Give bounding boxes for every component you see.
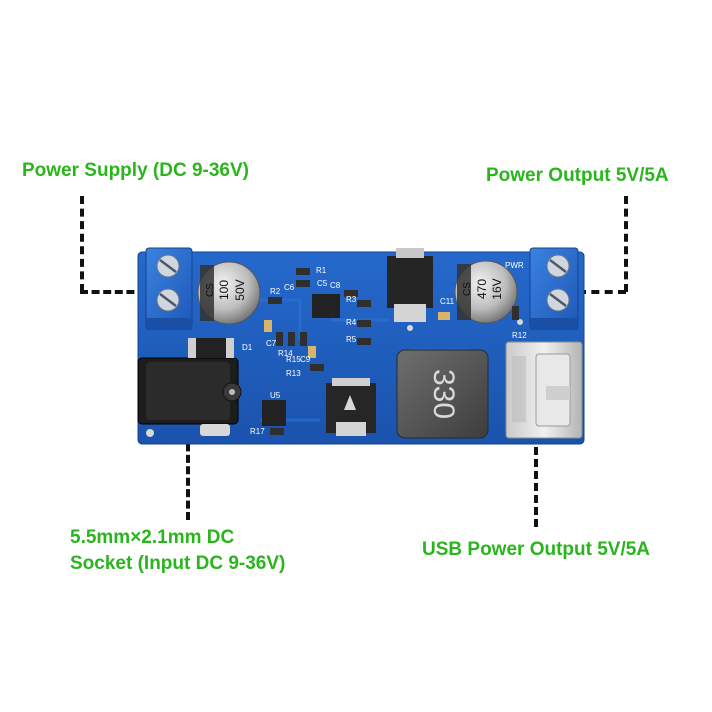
silkscreen-label: U5 — [270, 391, 281, 400]
cap-left-text: 100 — [217, 280, 231, 300]
dc-barrel-socket — [137, 357, 242, 436]
dc-socket-leader — [186, 432, 190, 520]
output-capacitor: CS 470 16V — [454, 260, 518, 324]
inductor: 330 — [396, 349, 489, 439]
cap-right-text: 470 — [475, 279, 489, 299]
regulator-ic-top — [387, 248, 433, 331]
dc-socket-label-line1: 5.5mm×2.1mm DC — [70, 527, 235, 548]
silkscreen-label: D1 — [242, 343, 253, 352]
cap-right-text: 16V — [490, 278, 504, 299]
silkscreen-label: R14 — [278, 349, 293, 358]
silkscreen-label: C7 — [266, 339, 277, 348]
mosfet — [326, 378, 376, 436]
silkscreen-label: R3 — [346, 295, 357, 304]
output-screw-terminal — [529, 247, 579, 330]
usb-a-port — [505, 341, 583, 439]
dc-socket-label-line2: Socket (Input DC 9-36V) — [70, 553, 286, 574]
silkscreen-label: R13 — [286, 369, 301, 378]
inductor-marking: 330 — [427, 369, 460, 419]
silkscreen-label: C6 — [284, 283, 295, 292]
cap-left-text: 50V — [233, 279, 247, 300]
silkscreen-label: C5 — [317, 279, 328, 288]
silkscreen-label: R5 — [346, 335, 357, 344]
usb-output-label: USB Power Output 5V/5A — [422, 539, 651, 560]
power-supply-leader-vertical — [80, 196, 84, 292]
cap-right-text: CS — [462, 282, 473, 296]
silkscreen-label: R2 — [270, 287, 281, 296]
silkscreen-label: R1 — [316, 266, 327, 275]
silkscreen-label: C11 — [440, 297, 455, 306]
silkscreen-label: R4 — [346, 318, 357, 327]
diode-d1 — [188, 338, 234, 358]
input-screw-terminal — [145, 247, 193, 330]
silkscreen-label: R12 — [512, 331, 527, 340]
power-output-leader-vertical — [624, 196, 628, 292]
silkscreen-label: C9 — [300, 355, 311, 364]
power-supply-leader-horizontal — [80, 290, 146, 294]
input-capacitor: CS 100 50V — [197, 261, 261, 325]
silkscreen-label: C8 — [330, 281, 341, 290]
silkscreen-label: R17 — [250, 427, 265, 436]
power-output-leader-horizontal — [578, 290, 626, 294]
power-output-label: Power Output 5V/5A — [486, 165, 669, 186]
power-supply-label: Power Supply (DC 9-36V) — [22, 160, 249, 181]
silkscreen-label: R15 — [286, 355, 301, 364]
cap-left-text: CS — [205, 283, 216, 297]
usb-output-leader — [534, 435, 538, 527]
silkscreen-label: PWR — [505, 261, 524, 270]
